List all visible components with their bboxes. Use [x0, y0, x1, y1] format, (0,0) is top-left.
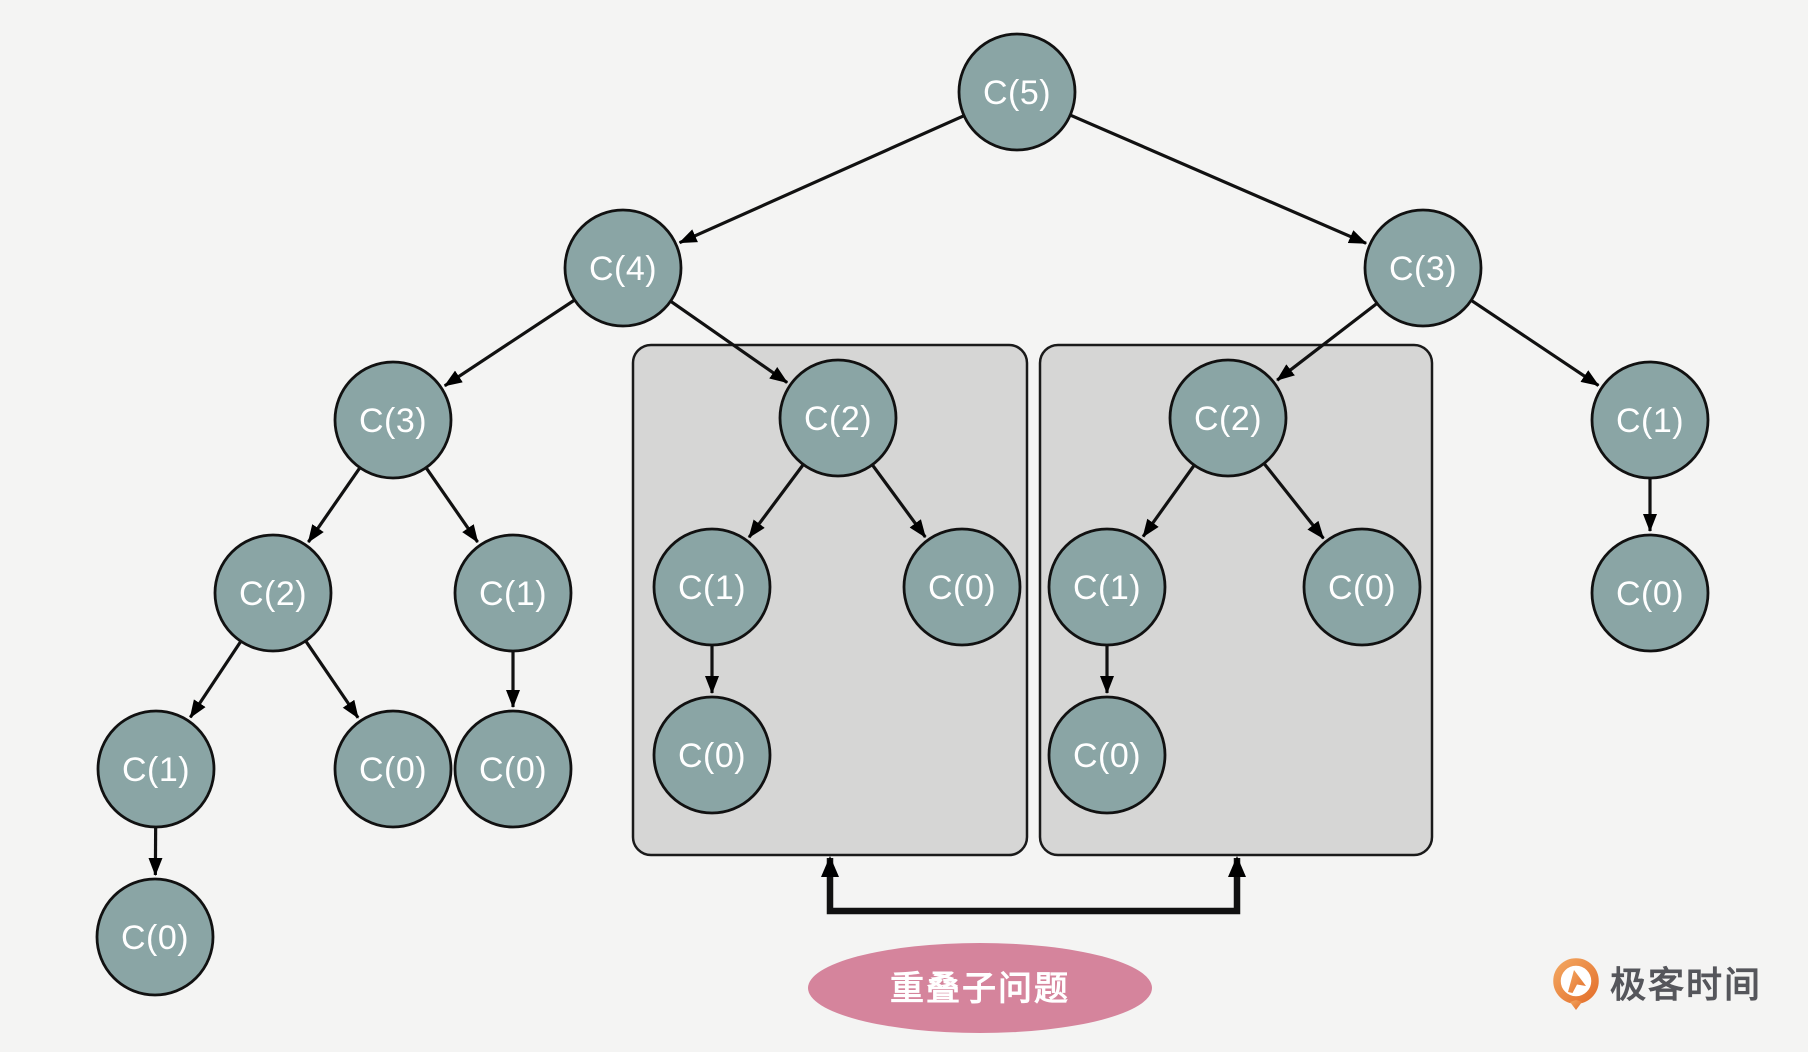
edge-n4-n2b1	[669, 299, 789, 384]
tree-node-circle	[1047, 527, 1167, 647]
edge-n2l-n1ll	[188, 640, 243, 719]
edge-n2b1-b1c1	[747, 463, 805, 539]
tree-node-label: C(0)	[1073, 737, 1141, 775]
tree-node: C(1)	[96, 709, 216, 829]
bracket-layer	[821, 856, 1246, 915]
tree-node-circle	[778, 358, 898, 478]
tree-node-label: C(0)	[928, 569, 996, 607]
overlap-callout-label: 重叠子问题	[890, 970, 1070, 1008]
tree-node-label: C(3)	[359, 402, 427, 440]
edge-n3r-n1r	[1470, 298, 1600, 387]
tree-node: C(3)	[1363, 208, 1483, 328]
overlap-callout-ellipse	[808, 943, 1152, 1033]
tree-node-circle	[1590, 533, 1710, 653]
tree-node-label: C(0)	[1328, 569, 1396, 607]
tree-node-label: C(0)	[359, 751, 427, 789]
tree-node: C(0)	[333, 709, 453, 829]
tree-node: C(2)	[1168, 358, 1288, 478]
tree-node-circle	[652, 695, 772, 815]
tree-node-label: C(0)	[1616, 575, 1684, 613]
tree-node-label: C(2)	[1194, 400, 1262, 438]
tree-node-label: C(0)	[678, 737, 746, 775]
tree-node-label: C(0)	[121, 919, 189, 957]
edge-n3l-n2l	[307, 466, 362, 543]
tree-node-circle	[1590, 360, 1710, 480]
tree-node-label: C(1)	[1073, 569, 1141, 607]
tree-node: C(3)	[333, 360, 453, 480]
tree-node-circle	[902, 527, 1022, 647]
tree-node-circle	[563, 208, 683, 328]
tree-node-label: C(1)	[678, 569, 746, 607]
tree-node-circle	[453, 709, 573, 829]
tree-node: C(0)	[1590, 533, 1710, 653]
edges-layer	[148, 113, 1657, 877]
tree-node-circle	[1363, 208, 1483, 328]
edge-n3l-n1l	[424, 466, 479, 543]
tree-node: C(1)	[1590, 360, 1710, 480]
edge-n2b1-b1c0a	[871, 463, 927, 538]
tree-node: C(1)	[453, 533, 573, 653]
tree-node-circle	[1047, 695, 1167, 815]
tree-node: C(1)	[1047, 527, 1167, 647]
tree-node: C(2)	[213, 533, 333, 653]
tree-node: C(4)	[563, 208, 683, 328]
tree-node-circle	[1302, 527, 1422, 647]
tree-node-label: C(5)	[983, 74, 1051, 112]
tree-node-circle	[96, 709, 216, 829]
tree-node-label: C(0)	[479, 751, 547, 789]
tree-node-circle	[95, 877, 215, 997]
geektime-logo-icon	[1553, 958, 1599, 1010]
tree-node-label: C(4)	[589, 250, 657, 288]
edge-n2b2-b2c1	[1141, 464, 1196, 538]
tree-node-label: C(2)	[239, 575, 307, 613]
tree-node-circle	[652, 527, 772, 647]
tree-node: C(0)	[453, 709, 573, 829]
tree-node: C(1)	[652, 527, 772, 647]
tree-node-circle	[333, 709, 453, 829]
tree-node: C(2)	[778, 358, 898, 478]
tree-node: C(0)	[95, 877, 215, 997]
edge-n5-n4	[678, 114, 965, 245]
tree-node-label: C(1)	[1616, 402, 1684, 440]
tree-node: C(0)	[1302, 527, 1422, 647]
tree-node-circle	[957, 32, 1077, 152]
tree-node: C(5)	[957, 32, 1077, 152]
tree-node-label: C(2)	[804, 400, 872, 438]
edge-n5-n3r	[1069, 113, 1368, 245]
edge-n3r-n2b2	[1276, 302, 1379, 382]
tree-node: C(0)	[1047, 695, 1167, 815]
edge-n2b2-b2c0a	[1262, 462, 1325, 540]
tree-node-circle	[213, 533, 333, 653]
tree-node-circle	[1168, 358, 1288, 478]
tree-node: C(0)	[902, 527, 1022, 647]
callout-layer: 重叠子问题	[808, 943, 1152, 1033]
geektime-logo: 极客时间	[1551, 958, 1762, 1012]
tree-node-circle	[453, 533, 573, 653]
geektime-logo-text: 极客时间	[1610, 964, 1763, 1005]
nodes-layer: C(5) C(4) C(3) C(3) C(2) C(2) C(1) C(2) C(1) C(1)…	[95, 32, 1710, 997]
tree-node-label: C(1)	[122, 751, 190, 789]
overlap-bracket-arrow	[821, 856, 1246, 915]
tree-node-circle	[333, 360, 453, 480]
tree-node: C(0)	[652, 695, 772, 815]
edge-n2l-n0a	[304, 640, 360, 719]
tree-node-label: C(3)	[1389, 250, 1457, 288]
tree-node-label: C(1)	[479, 575, 547, 613]
edge-n4-n3l	[443, 298, 576, 388]
